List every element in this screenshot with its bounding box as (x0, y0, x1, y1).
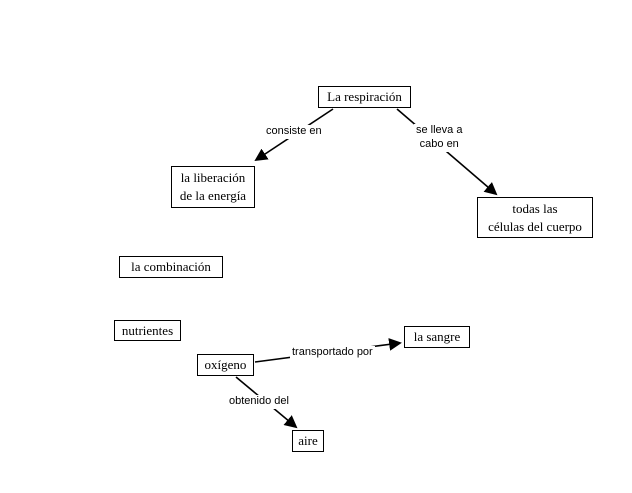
node-la-sangre[interactable]: la sangre (404, 326, 470, 348)
connector-se-lleva-arrow (396, 108, 498, 196)
link-label-consiste-en[interactable]: consiste en (264, 125, 324, 139)
link-label-consiste-en-text: consiste en (266, 125, 322, 137)
node-la-respiracion[interactable]: La respiración (318, 86, 411, 108)
node-celulas-label-line1: todas las (512, 200, 558, 216)
link-label-transportado-por-text: transportado por (292, 346, 373, 358)
link-label-se-lleva-a-cabo-en[interactable]: se lleva a cabo en (414, 124, 465, 152)
node-la-liberacion-label-line1: la liberación (180, 170, 246, 186)
node-la-sangre-label: la sangre (413, 329, 461, 345)
node-nutrientes-label: nutrientes (121, 322, 174, 338)
link-label-transportado-por[interactable]: transportado por (290, 346, 375, 360)
node-la-respiracion-label: La respiración (327, 89, 402, 105)
node-la-liberacion-label-line2: de la energía (179, 188, 247, 203)
link-label-obtenido-del-text: obtenido del (229, 395, 289, 407)
node-celulas-label-line2: células del cuerpo (488, 218, 582, 234)
node-la-combinacion-label: la combinación (131, 259, 211, 275)
node-oxigeno[interactable]: oxígeno (197, 354, 254, 376)
node-nutrientes[interactable]: nutrientes (114, 320, 181, 341)
node-aire-label: aire (298, 433, 318, 449)
node-la-liberacion-de-la-energia[interactable]: la liberación de la energía (171, 166, 255, 208)
node-la-combinacion[interactable]: la combinación (119, 256, 223, 278)
node-oxigeno-label: oxígeno (204, 357, 247, 373)
link-label-se-lleva-line1: se lleva a (416, 124, 463, 136)
node-todas-las-celulas-del-cuerpo[interactable]: todas las células del cuerpo (477, 197, 593, 238)
node-aire[interactable]: aire (292, 430, 324, 452)
link-label-obtenido-del[interactable]: obtenido del (227, 395, 291, 409)
link-label-se-lleva-line2: cabo en (419, 137, 459, 150)
